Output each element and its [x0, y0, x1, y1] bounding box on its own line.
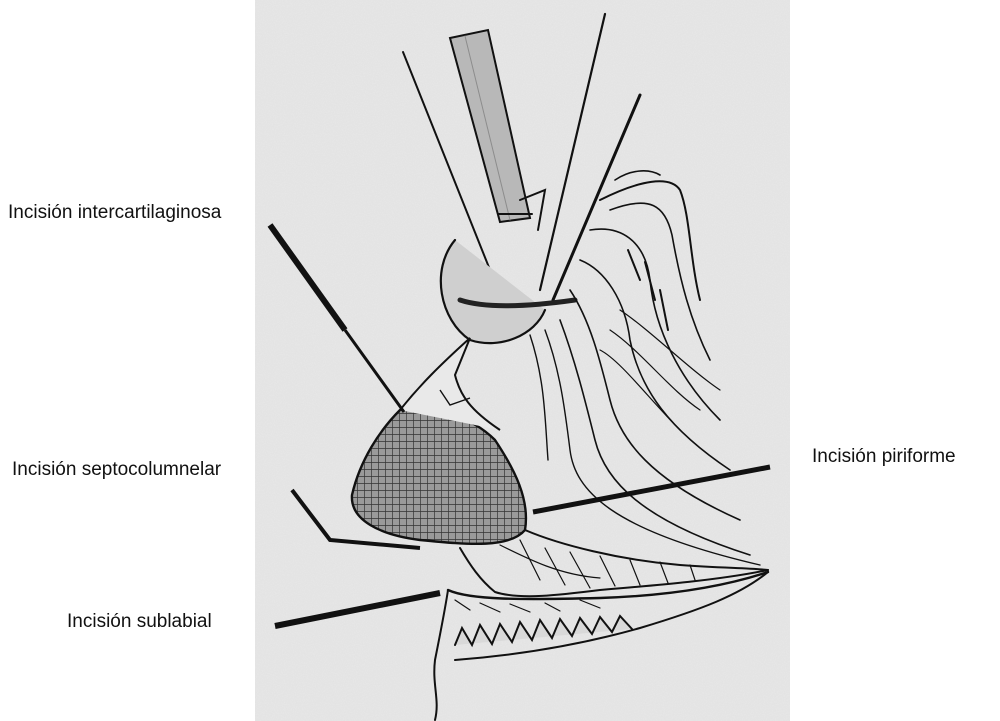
label-incision-sublabial: Incisión sublabial — [67, 612, 212, 631]
label-incision-septocolumnelar: Incisión septocolumnelar — [12, 460, 221, 479]
label-incision-piriforme: Incisión piriforme — [812, 447, 956, 466]
label-incision-intercartilaginosa: Incisión intercartilaginosa — [8, 203, 221, 222]
